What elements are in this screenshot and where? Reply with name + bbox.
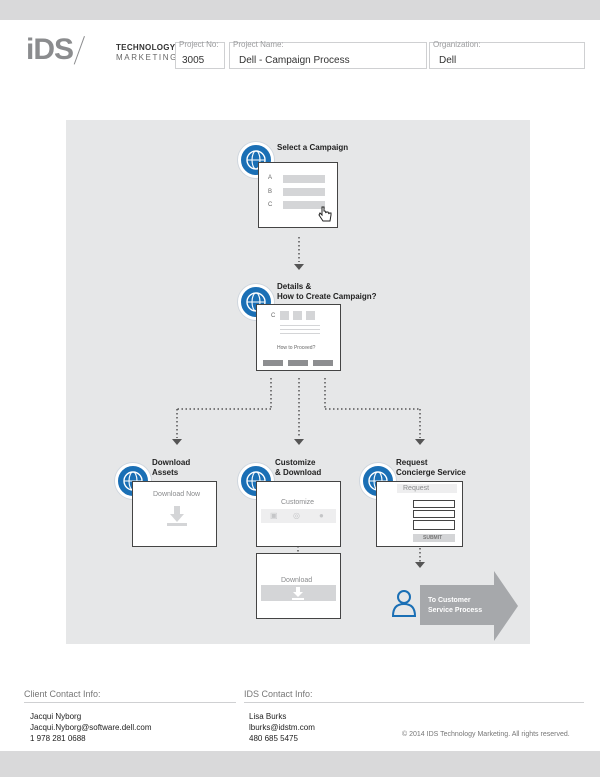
details-option-button[interactable] <box>288 360 308 366</box>
request-message-field[interactable] <box>413 520 455 530</box>
details-screen: C How to Proceed? <box>256 304 341 371</box>
step-select-title: Select a Campaign <box>277 143 349 152</box>
customer-service-line1: To Customer <box>428 597 471 604</box>
bottom-band <box>0 751 600 777</box>
client-phone: 1 978 281 0688 <box>30 734 86 743</box>
client-contact-heading: Client Contact Info: <box>24 689 101 699</box>
request-header <box>397 484 457 493</box>
ids-contact-heading: IDS Contact Info: <box>244 689 313 699</box>
details-thumb-2 <box>293 311 302 320</box>
camera-icon[interactable]: ◎ <box>293 511 300 520</box>
option-c-bar[interactable] <box>283 201 325 209</box>
details-option-button[interactable] <box>313 360 333 366</box>
customize-download-screen: Download <box>256 553 341 619</box>
arrowhead-concierge <box>415 439 425 445</box>
details-text-line <box>280 333 320 334</box>
details-thumb-1 <box>280 311 289 320</box>
details-text-line <box>280 329 320 330</box>
details-thumb-3 <box>306 311 315 320</box>
customer-service-line2: Service Process <box>428 607 483 614</box>
drop-icon[interactable]: ● <box>319 511 324 520</box>
project-name-label: Project Name: <box>233 40 284 49</box>
arrowhead-service <box>415 562 425 568</box>
submit-button[interactable] <box>413 534 455 542</box>
download-assets-screen: Download Now <box>132 481 217 547</box>
details-option-button[interactable] <box>263 360 283 366</box>
option-c-label: C <box>268 202 273 208</box>
hand-cursor-icon <box>318 206 332 222</box>
ids-phone: 480 685 5475 <box>249 734 298 743</box>
arrowhead-details <box>294 264 304 270</box>
client-name: Jacqui Nyborg <box>30 712 82 721</box>
submit-label: SUBMIT <box>423 535 443 541</box>
step-download-title-line1: Download <box>152 458 191 467</box>
client-email[interactable]: Jacqui.Nyborg@software.dell.com <box>30 723 152 732</box>
customer-service-label: To Customer Service Process <box>428 596 482 616</box>
option-a-bar[interactable] <box>283 175 325 183</box>
organization-box: Organization: Dell <box>429 40 585 69</box>
details-text-line <box>280 325 320 326</box>
step-details-title-line2: How to Create Campaign? <box>277 292 377 301</box>
ids-contact-rule <box>244 702 584 703</box>
edit-icon[interactable]: ▣ <box>270 511 278 520</box>
download-icon[interactable] <box>166 504 188 528</box>
project-name-value: Dell - Campaign Process <box>239 55 350 66</box>
client-contact-rule <box>24 702 236 703</box>
logo-line-marketing: MARKETING <box>116 53 178 62</box>
copyright-notice: © 2014 IDS Technology Marketing. All rig… <box>402 731 570 738</box>
option-b-bar[interactable] <box>283 188 325 196</box>
step-concierge-title: Request Concierge Service <box>396 458 466 478</box>
ids-name: Lisa Burks <box>249 712 287 721</box>
step-concierge-title-line1: Request <box>396 458 428 467</box>
download-label: Download <box>281 577 313 584</box>
top-band <box>0 0 600 20</box>
step-concierge-title-line2: Concierge Service <box>396 468 466 477</box>
download-icon <box>292 587 304 600</box>
organization-label: Organization: <box>433 40 481 49</box>
request-label: Request <box>403 485 430 492</box>
download-now-label: Download Now <box>153 491 201 498</box>
step-customize-title-line1: Customize <box>275 458 316 467</box>
step-customize-title: Customize & Download <box>275 458 321 478</box>
option-b-label: B <box>268 189 273 195</box>
customize-label: Customize <box>281 499 315 506</box>
customer-service-arrow <box>420 571 518 641</box>
step-details-title: Details & How to Create Campaign? <box>277 282 377 302</box>
organization-value: Dell <box>439 55 457 66</box>
details-tab-label: C <box>271 313 276 319</box>
step-details-title-line1: Details & <box>277 282 312 291</box>
details-prompt: How to Proceed? <box>277 345 316 351</box>
person-icon <box>391 590 417 617</box>
project-number-box: Project No: 3005 <box>175 40 225 69</box>
concierge-screen: Request SUBMIT <box>376 481 463 547</box>
option-a-label: A <box>268 175 273 181</box>
logo-line-technology: TECHNOLOGY <box>116 43 176 52</box>
project-name-box: Project Name: Dell - Campaign Process <box>229 40 427 69</box>
request-field[interactable] <box>413 500 455 508</box>
arrowhead-download <box>172 439 182 445</box>
customize-toolbar <box>261 509 336 523</box>
step-download-title-line2: Assets <box>152 468 179 477</box>
project-number-label: Project No: <box>179 40 219 49</box>
arrowhead-customize <box>294 439 304 445</box>
project-number-value: 3005 <box>182 55 205 66</box>
ids-email[interactable]: lburks@idstm.com <box>249 723 315 732</box>
logo-wordmark: iDS <box>26 33 74 66</box>
step-customize-title-line2: & Download <box>275 468 322 477</box>
select-campaign-screen: A B C <box>258 162 338 228</box>
step-download-title: Download Assets <box>152 458 190 478</box>
customize-screen: Customize ▣ ◎ ● <box>256 481 341 547</box>
request-field[interactable] <box>413 510 455 518</box>
